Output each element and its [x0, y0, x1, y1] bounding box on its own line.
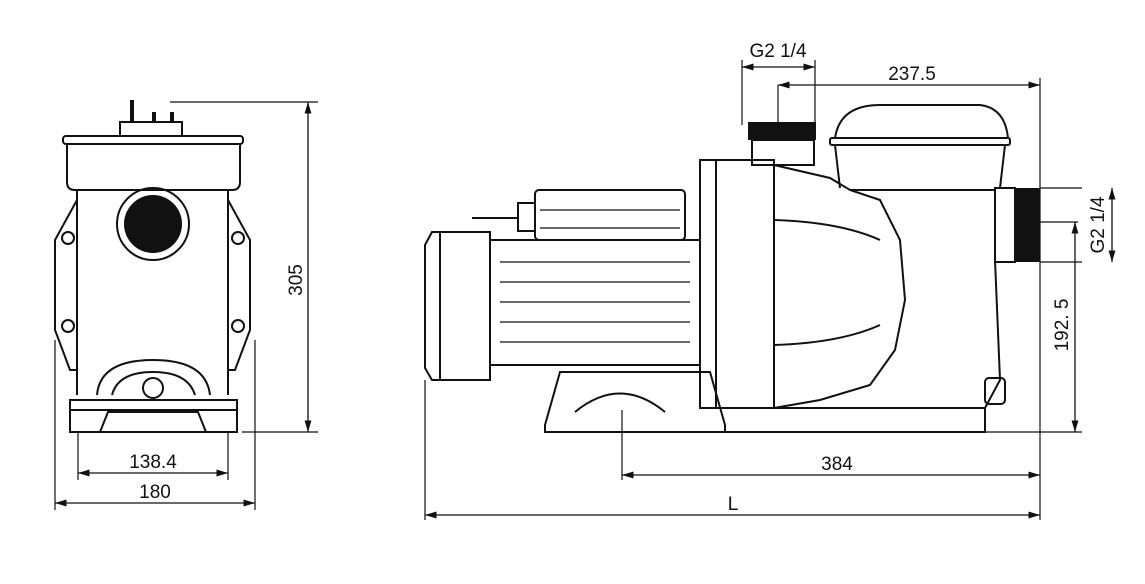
dim-384-label: 384 — [821, 454, 853, 475]
front-dimensions: 305 138.4 180 — [54, 101, 318, 510]
side-view — [424, 104, 1040, 433]
dim-237-label: 237.5 — [888, 64, 936, 85]
height-305-label: 305 — [286, 264, 307, 296]
front-view — [54, 100, 251, 433]
length-L-label: L — [728, 494, 739, 515]
width-138-label: 138.4 — [129, 452, 177, 473]
inlet-thread-label: G2 1/4 — [1088, 196, 1109, 253]
side-dimensions: G2 1/4 237.5 G2 1/4 192. 5 384 L — [424, 41, 1116, 520]
dim-192-label: 192. 5 — [1052, 299, 1073, 352]
width-180-label: 180 — [139, 482, 171, 503]
outlet-thread-label: G2 1/4 — [749, 41, 806, 62]
